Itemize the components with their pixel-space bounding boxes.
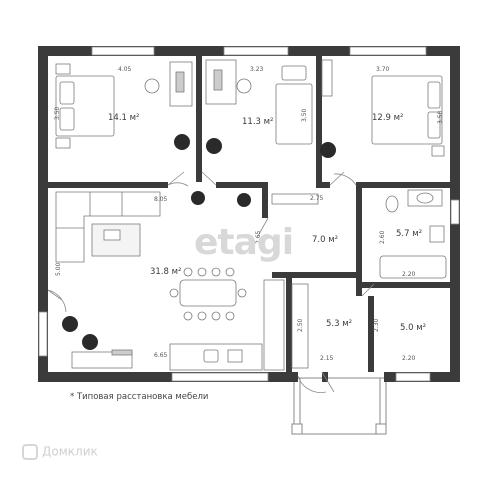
furniture-footnote: * Типовая расстановка мебели [70,392,209,402]
interior-walls [48,56,450,372]
dim-bedroom-3-depth: 3.50 [437,110,444,124]
chair [225,267,235,277]
dim-corridor-width: 2.15 [320,355,334,362]
room-area-bedroom-2: 11.3 м² [242,117,273,127]
chair [237,288,247,298]
nightstand [431,145,445,157]
pillow [59,107,75,131]
bedroom-1-furniture [55,61,193,149]
dim-hall-depth: 2.65 [255,230,262,244]
room-area-utility: 5.0 м² [400,323,426,333]
plant-icon [174,134,190,150]
stove [227,349,243,363]
plant-icon [320,142,336,158]
pillow [427,111,441,139]
coffee-table [103,229,121,241]
chair [169,288,179,298]
plant-icon [206,138,222,154]
sofa [55,191,161,263]
closet [291,283,309,369]
room-area-bedroom-1: 14.1 м² [108,113,139,123]
plant-icon [237,193,251,207]
porch [291,377,387,435]
bathtub [379,255,447,279]
dim-bedroom-1-depth: 3.50 [54,106,61,120]
kitchen-column [263,279,285,371]
dim-utility-depth: 2.30 [373,318,380,332]
plant-icon [62,316,78,332]
chair [211,311,221,321]
bed [275,83,313,145]
dim-bedroom-2-depth: 3.50 [301,108,308,122]
tv [111,349,133,356]
windows [38,46,460,382]
brand-mark-icon [22,444,38,460]
chair [236,78,252,94]
pillow [59,81,75,105]
nightstand [55,63,71,75]
shelf [271,193,319,205]
room-area-bathroom: 5.7 м² [396,229,422,239]
tv-stand [71,351,133,369]
pillow [281,65,307,81]
sink [203,349,219,363]
monitor [175,71,185,93]
chair [183,311,193,321]
bedroom-2-furniture [205,59,313,145]
dim-living-room-width: 8.05 [154,196,168,203]
bedroom-3-furniture [321,59,445,157]
dim-hall-width: 2.75 [310,195,324,202]
dim-bathroom-width: 2.20 [402,271,416,278]
room-area-hall: 7.0 м² [312,235,338,245]
living-room-furniture [55,191,285,371]
room-area-living-room: 31.8 м² [150,267,181,277]
brand-logo: Домклик [22,444,98,460]
pillow [427,81,441,109]
chair [144,78,160,94]
doors [47,171,375,393]
wardrobe [321,59,333,97]
dim-utility-width: 2.20 [402,355,416,362]
sink [416,192,434,204]
plants [62,134,336,350]
dim-bedroom-3-width: 3.70 [376,66,390,73]
chair [183,267,193,277]
room-area-corridor: 5.3 м² [326,319,352,329]
wet-room-furniture [271,189,447,369]
dim-kitchen-length: 6.65 [154,352,168,359]
brand-text: Домклик [42,444,98,459]
plant-icon [191,191,205,205]
dining-table [179,279,237,307]
dim-living-room-depth: 5.00 [55,262,62,276]
toilet [385,195,399,213]
plant-icon [82,334,98,350]
chair [197,311,207,321]
washing-machine [429,225,445,243]
chair [197,267,207,277]
monitor [213,69,223,91]
room-area-bedroom-3: 12.9 м² [372,113,403,123]
chair [225,311,235,321]
watermark: etagi [194,222,294,263]
dim-bedroom-1-width: 4.05 [118,66,132,73]
chair [211,267,221,277]
dim-bathroom-depth: 2.60 [379,230,386,244]
nightstand [55,137,71,149]
dim-bedroom-2-width: 3.23 [250,66,264,73]
bed [371,75,443,145]
dim-corridor-depth: 2.50 [297,318,304,332]
